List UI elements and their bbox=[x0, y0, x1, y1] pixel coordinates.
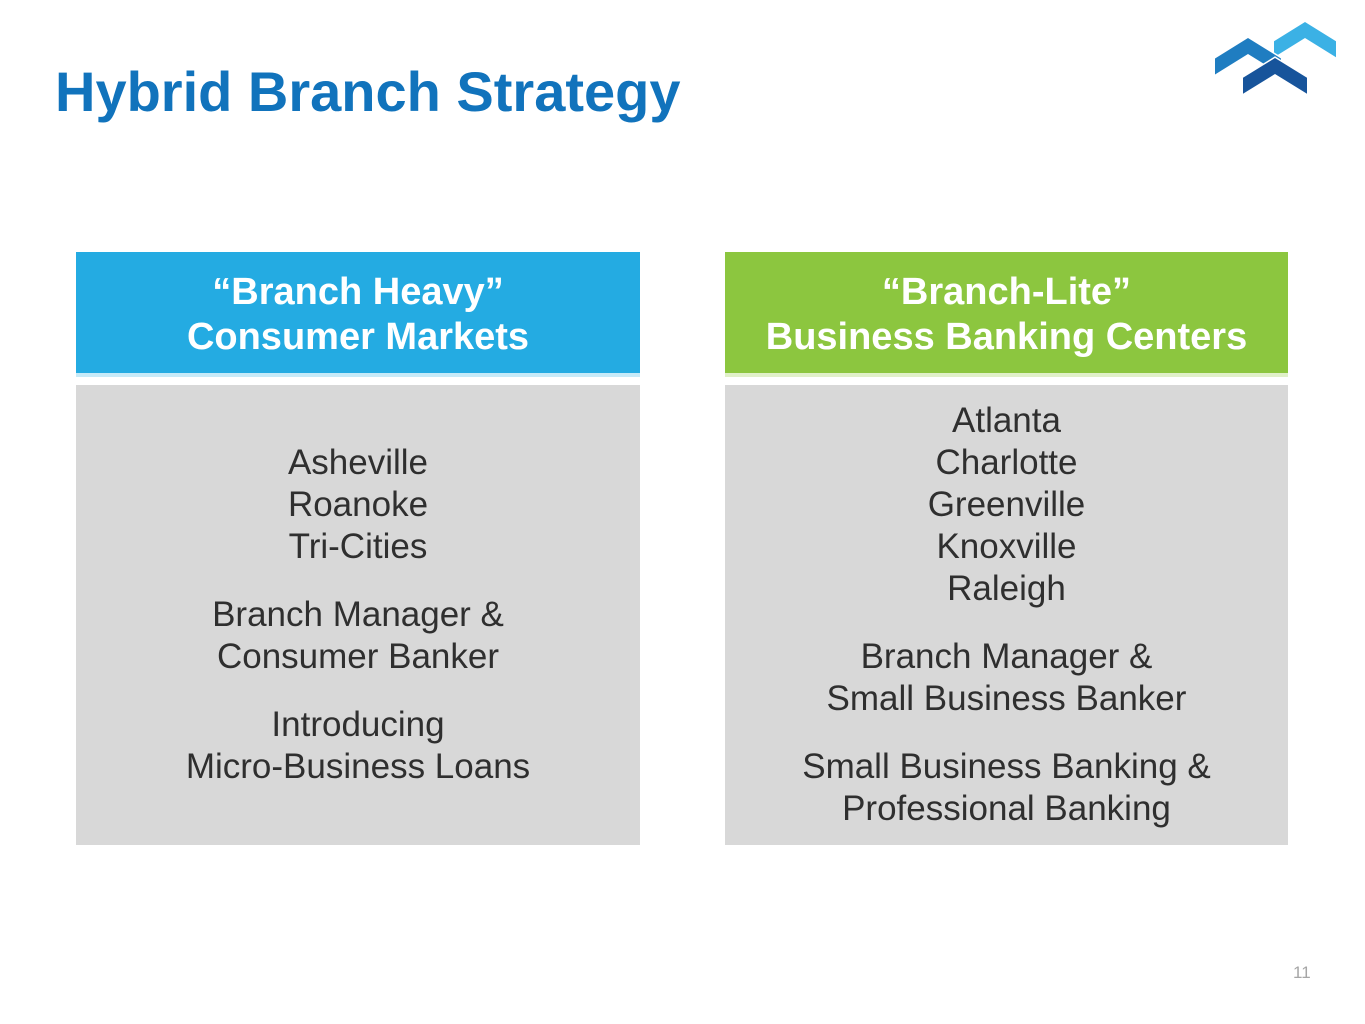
staffing-line: Branch Manager & bbox=[212, 595, 504, 634]
branch-lite-staffing: Branch Manager & Small Business Banker bbox=[827, 636, 1187, 720]
branch-heavy-header-line2: Consumer Markets bbox=[186, 315, 530, 358]
market-item: Greenville bbox=[927, 485, 1086, 524]
market-item: Tri-Cities bbox=[288, 527, 428, 566]
branch-lite-column: “Branch-Lite” Business Banking Centers A… bbox=[725, 252, 1288, 845]
branch-heavy-header-line1: “Branch Heavy” bbox=[212, 270, 504, 313]
branch-heavy-staffing: Branch Manager & Consumer Banker bbox=[212, 594, 504, 678]
offering-line: Introducing bbox=[271, 705, 445, 744]
branch-lite-body: Atlanta Charlotte Greenville Knoxville R… bbox=[725, 385, 1288, 845]
market-item: Charlotte bbox=[935, 443, 1078, 482]
market-item: Asheville bbox=[287, 443, 429, 482]
branch-heavy-column: “Branch Heavy” Consumer Markets Ashevill… bbox=[76, 252, 640, 845]
branch-heavy-body: Asheville Roanoke Tri-Cities Branch Mana… bbox=[76, 385, 640, 845]
branch-heavy-markets-list: Asheville Roanoke Tri-Cities bbox=[288, 442, 428, 568]
offering-line: Small Business Banking & bbox=[802, 747, 1211, 786]
staffing-line: Small Business Banker bbox=[826, 679, 1187, 718]
logo-chevron-dark-icon bbox=[1241, 56, 1309, 97]
branch-lite-header: “Branch-Lite” Business Banking Centers bbox=[725, 252, 1288, 377]
market-item: Atlanta bbox=[952, 401, 1061, 440]
branch-lite-header-line2: Business Banking Centers bbox=[765, 315, 1248, 358]
branch-lite-markets-list: Atlanta Charlotte Greenville Knoxville R… bbox=[928, 400, 1086, 610]
branch-heavy-header: “Branch Heavy” Consumer Markets bbox=[76, 252, 640, 377]
bank-logo-icon bbox=[1213, 22, 1336, 97]
offering-line: Professional Banking bbox=[842, 789, 1171, 828]
branch-lite-header-line1: “Branch-Lite” bbox=[881, 270, 1132, 313]
staffing-line: Branch Manager & bbox=[860, 637, 1153, 676]
market-item: Knoxville bbox=[936, 527, 1077, 566]
market-item: Roanoke bbox=[287, 485, 429, 524]
offering-line: Micro-Business Loans bbox=[185, 747, 531, 786]
branch-heavy-offering: Introducing Micro-Business Loans bbox=[186, 704, 530, 788]
branch-lite-offering: Small Business Banking & Professional Ba… bbox=[802, 746, 1211, 830]
market-item: Raleigh bbox=[947, 569, 1066, 608]
staffing-line: Consumer Banker bbox=[216, 637, 500, 676]
slide-title: Hybrid Branch Strategy bbox=[55, 60, 681, 123]
logo-chevron-light-icon bbox=[1274, 22, 1336, 58]
page-number: 11 bbox=[1293, 963, 1311, 982]
